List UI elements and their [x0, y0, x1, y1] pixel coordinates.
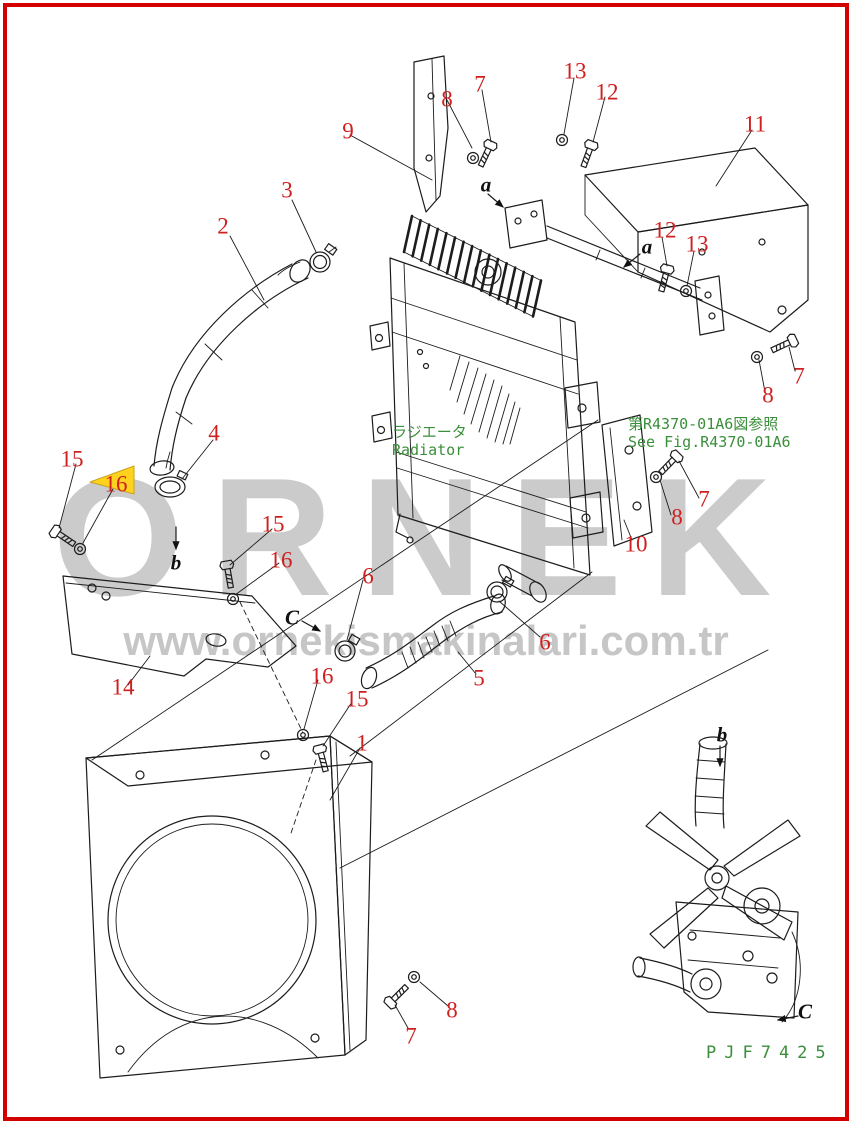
- drawing-code: PJF7425: [706, 1043, 834, 1063]
- bolt-7-right-top: [768, 331, 801, 358]
- callout-4: 4: [208, 420, 220, 446]
- lower-hose: [360, 593, 506, 690]
- washer-8-top: [466, 151, 480, 165]
- reference-note-jp: 第R4370-01A6図参照: [628, 415, 779, 433]
- callout-15-b: 15: [261, 511, 285, 537]
- bolt-15-mid: [218, 559, 239, 590]
- radiator: [369, 214, 604, 603]
- hose-clamp-6b: [486, 575, 515, 603]
- view-letter-b-left: b: [170, 550, 182, 575]
- reference-note-en: See Fig.R4370-01A6: [628, 433, 791, 451]
- leader-lines: [58, 77, 796, 1029]
- callout-7-c: 7: [698, 486, 710, 512]
- upper-hose: [149, 259, 311, 476]
- bolt-7-bottom: [381, 980, 413, 1012]
- callout-11: 11: [743, 111, 767, 137]
- callout-13-b: 13: [685, 231, 709, 257]
- callout-6-b: 6: [539, 629, 551, 655]
- callout-6-a: 6: [362, 563, 374, 589]
- hose-clamp-6a: [334, 633, 361, 662]
- callout-16-a: 16: [104, 471, 128, 497]
- view-letter-c-bottom: C: [797, 999, 813, 1024]
- callout-7-d: 7: [405, 1023, 417, 1049]
- callout-8-d: 8: [446, 997, 458, 1023]
- callout-12-b: 12: [653, 217, 677, 243]
- callout-5: 5: [473, 665, 485, 691]
- callout-13-a: 13: [563, 58, 587, 84]
- view-arrow-c-bottom-icon: [776, 1014, 799, 1023]
- baffle-plate-9: [413, 55, 449, 213]
- callout-15-a: 15: [60, 446, 84, 472]
- bolt-12-top: [576, 138, 600, 170]
- highlight-arrow-icon: [89, 465, 135, 495]
- washer-16-left: [73, 542, 87, 556]
- bracket-10: [601, 414, 653, 547]
- callout-2: 2: [217, 213, 229, 239]
- callout-16-c: 16: [310, 663, 334, 689]
- bolt-15-left: [47, 522, 79, 551]
- washer-8-bottom: [407, 970, 421, 984]
- washer-16-mid: [226, 592, 240, 606]
- fan-shroud: [85, 735, 373, 1079]
- engine-view: [632, 736, 801, 1023]
- view-arrow-a-top-icon: [487, 193, 504, 208]
- radiator-label-en: Radiator: [392, 441, 465, 459]
- view-arrow-a-mid-icon: [623, 253, 641, 268]
- callout-8-a: 8: [441, 86, 453, 112]
- callout-1: 1: [356, 730, 368, 756]
- callout-3: 3: [281, 177, 293, 203]
- alignment-lines: [91, 419, 769, 869]
- callout-12-a: 12: [595, 79, 619, 105]
- callout-16-b: 16: [269, 547, 293, 573]
- side-panel-14: [62, 575, 297, 677]
- callout-7-a: 7: [474, 71, 486, 97]
- stay-bar: [504, 199, 725, 336]
- hose-clamp-3: [309, 243, 338, 273]
- view-arrow-c-mid-icon: [301, 620, 322, 632]
- view-letter-c-mid: C: [284, 605, 300, 630]
- callout-9: 9: [342, 118, 354, 144]
- hose-clamp-4: [154, 469, 189, 498]
- radiator-label-jp: ラジエータ: [392, 423, 467, 441]
- bolt-15-bottom: [311, 742, 334, 774]
- washer-8-right-top: [750, 350, 764, 364]
- bolt-7-top: [473, 137, 500, 170]
- view-letter-a-mid: a: [641, 234, 653, 259]
- callout-14: 14: [111, 674, 135, 700]
- cover-panel-11: [584, 147, 809, 333]
- washer-13-top: [555, 133, 569, 147]
- callout-10: 10: [624, 531, 648, 557]
- callout-15-c: 15: [345, 686, 369, 712]
- callout-8-c: 8: [671, 504, 683, 530]
- callout-7-b: 7: [793, 363, 805, 389]
- callout-8-b: 8: [762, 382, 774, 408]
- view-letter-b-right: b: [716, 722, 728, 747]
- view-letter-a-top: a: [480, 172, 492, 197]
- washer-13-mid: [679, 284, 693, 298]
